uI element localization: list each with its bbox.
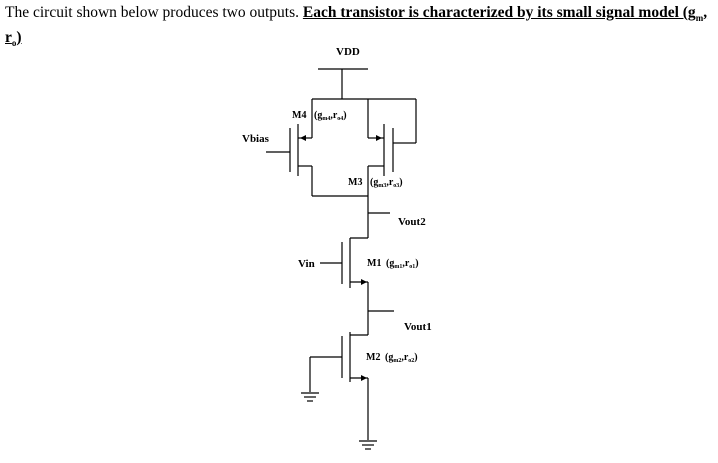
m2-arrow	[361, 375, 367, 381]
emph-sub-o: o	[11, 38, 17, 49]
ground-symbol-gate	[301, 392, 319, 402]
intro-text: The circuit shown below produces two out…	[5, 4, 303, 21]
vin-label: Vin	[298, 258, 315, 270]
vout1-label: Vout1	[404, 321, 432, 333]
m4-params: (gm4,ro4)	[314, 110, 347, 122]
transistor-m4	[266, 124, 313, 196]
problem-statement: The circuit shown below produces two out…	[5, 3, 710, 53]
m3-arrow	[376, 135, 382, 141]
vbias-label: Vbias	[242, 133, 270, 145]
emph-sub-m: m	[695, 13, 704, 24]
vout2-label: Vout2	[398, 216, 426, 228]
m2-name: M2	[366, 352, 380, 363]
circuit-wires	[266, 68, 417, 450]
ground-symbol-source	[359, 440, 377, 450]
m4-name: M4	[292, 110, 306, 121]
m2-label: M2 (gm2,ro2)	[366, 352, 418, 364]
m3-label: M3 (gm3,ro3)	[348, 177, 403, 189]
m1-label: M1 (gm1,ro1)	[367, 258, 419, 270]
transistor-m3	[367, 124, 402, 176]
m1-name: M1	[367, 258, 381, 269]
emph-start: Each transistor is characterized by its …	[302, 4, 696, 21]
m3-name: M3	[348, 177, 362, 188]
m3-params: (gm3,ro3)	[370, 177, 403, 189]
transistor-m1	[320, 237, 368, 288]
vdd-label: VDD	[336, 46, 360, 58]
m4-arrow	[300, 135, 306, 141]
emph-mid: , r	[5, 4, 708, 47]
m1-arrow	[361, 279, 367, 285]
m1-params: (gm1,ro1)	[386, 258, 419, 270]
m4-label: M4 (gm4,ro4)	[292, 110, 347, 122]
intro-emphasis: Each transistor is characterized by its …	[5, 4, 708, 49]
transistor-m2	[309, 332, 368, 392]
emph-end: )	[16, 29, 22, 47]
m2-params: (gm2,ro2)	[385, 352, 418, 364]
